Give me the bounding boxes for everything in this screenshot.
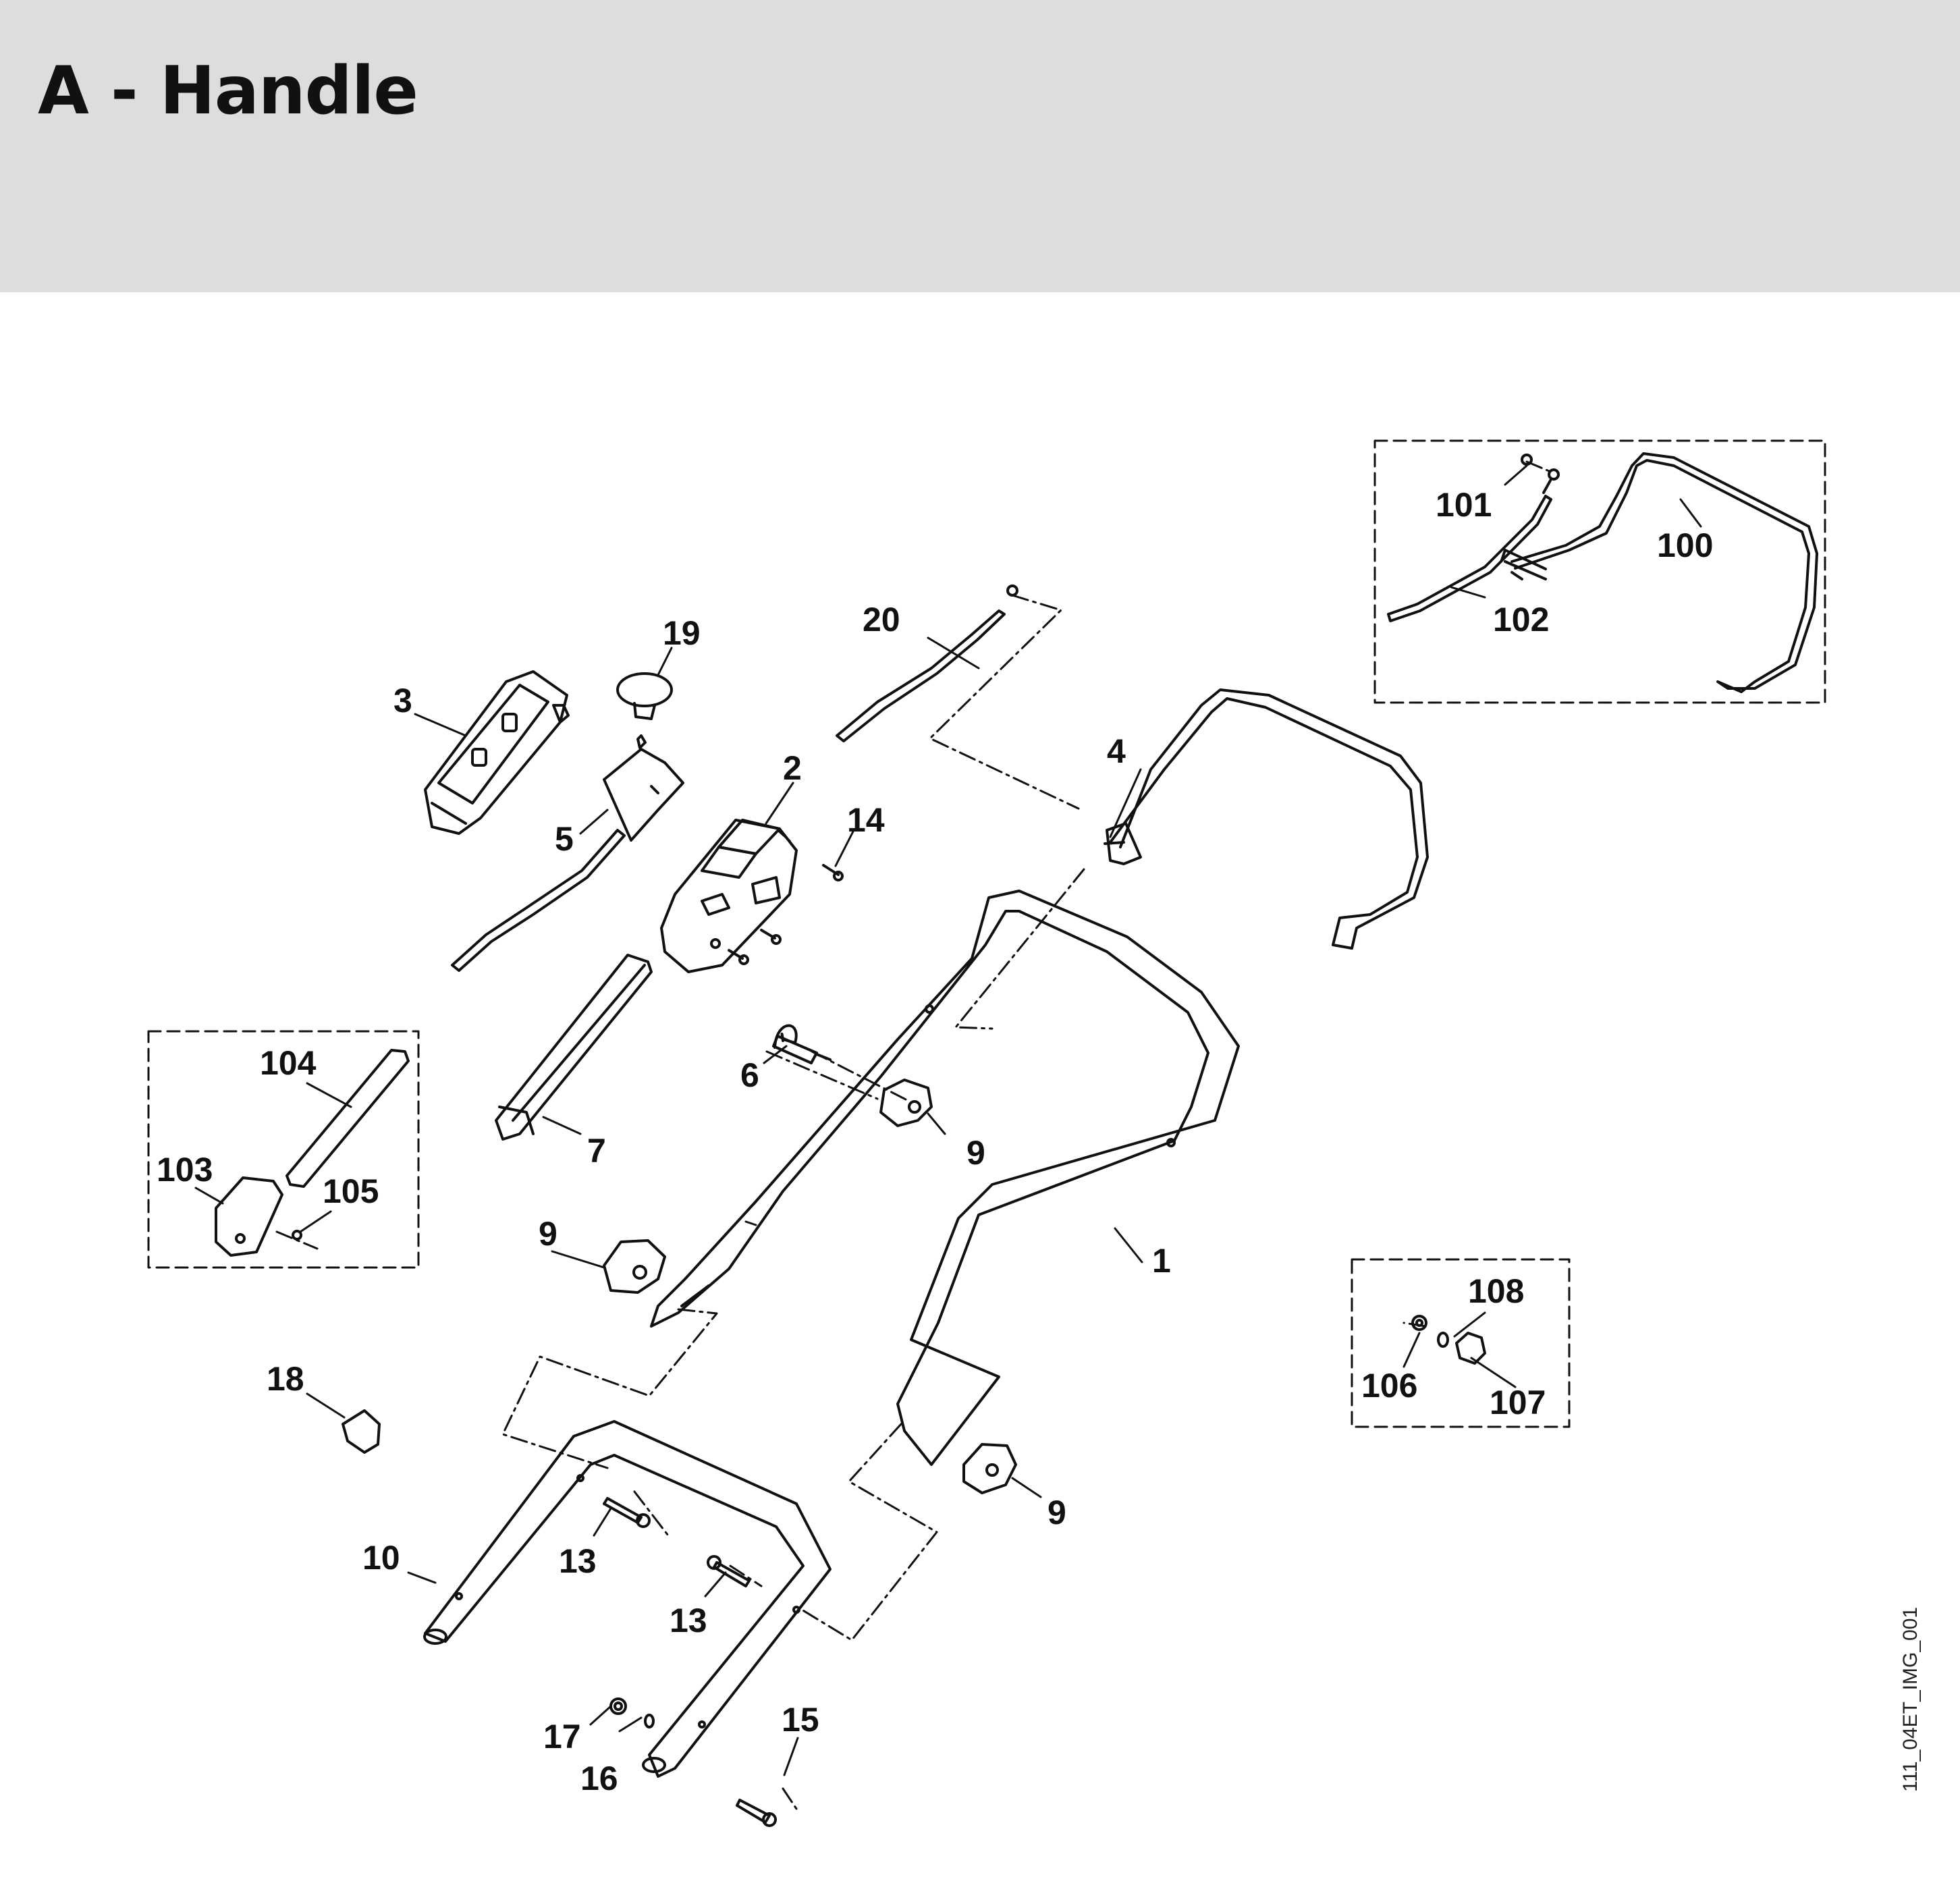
page-title: A - Handle [38,53,418,130]
part-cover [424,670,570,835]
part-lock-pin [772,1024,832,1064]
part-nut-kit [1411,1315,1486,1365]
part-kit-bail [1500,452,1818,693]
callout-4: 4 [1107,732,1126,770]
callout-10: 10 [362,1539,400,1577]
callout-103: 103 [157,1151,213,1189]
image-id-label: 111_04ET_IMG_001 [1899,1606,1922,1792]
part-switch-lever [451,734,684,972]
callout-106: 106 [1361,1367,1417,1405]
callout-102: 102 [1493,601,1549,638]
callout-20: 20 [863,601,900,638]
callout-6: 6 [740,1056,759,1094]
callout-16: 16 [580,1760,618,1797]
callout-2: 2 [783,749,802,787]
part-bolts [603,1497,777,1827]
part-upper-handle [650,890,1240,1466]
part-cap [616,672,673,720]
callout-5: 5 [555,820,574,858]
part-star-knob-middle [603,1239,666,1294]
page-header: A - Handle [0,0,1960,292]
part-cable [836,584,1018,742]
part-clip [342,1409,381,1454]
callout-15: 15 [782,1701,819,1739]
part-nut-washer [609,1697,655,1728]
callout-9-lower: 9 [1047,1494,1066,1531]
part-lower-handle [423,1420,832,1778]
callout-13-right: 13 [670,1602,707,1639]
part-switch-box [660,819,798,973]
group-box-grip-kit [147,1030,420,1269]
alignment-lines [275,460,1554,1810]
group-box-nut-kit [1351,1258,1571,1428]
part-star-knob-lower [962,1443,1017,1494]
callout-labels: 1 2 3 4 5 6 7 9 9 9 10 13 13 14 15 16 17… [157,486,1713,1797]
part-control-bail [1104,688,1429,950]
callout-105: 105 [323,1172,379,1210]
callout-14: 14 [847,801,885,839]
group-box-handle-bar-kit [1373,439,1826,704]
leader-lines [194,464,1702,1776]
part-grip-kit [215,1049,410,1257]
callout-19: 19 [663,614,701,652]
callout-9-upper: 9 [967,1134,985,1172]
part-cable-guide [495,954,653,1141]
callout-3: 3 [393,682,412,719]
callout-101: 101 [1436,486,1492,524]
callout-13-left: 13 [559,1542,597,1580]
callout-18: 18 [267,1360,304,1398]
part-kit-cable [1387,454,1560,622]
callout-9-middle: 9 [539,1215,557,1253]
part-star-knob-upper [879,1079,933,1127]
callout-7: 7 [587,1132,606,1170]
callout-100: 100 [1657,526,1713,564]
callout-107: 107 [1490,1384,1546,1421]
callout-1: 1 [1152,1242,1171,1280]
callout-108: 108 [1468,1272,1524,1310]
part-screws [728,864,844,965]
callout-104: 104 [260,1044,317,1082]
callout-17: 17 [543,1718,581,1755]
